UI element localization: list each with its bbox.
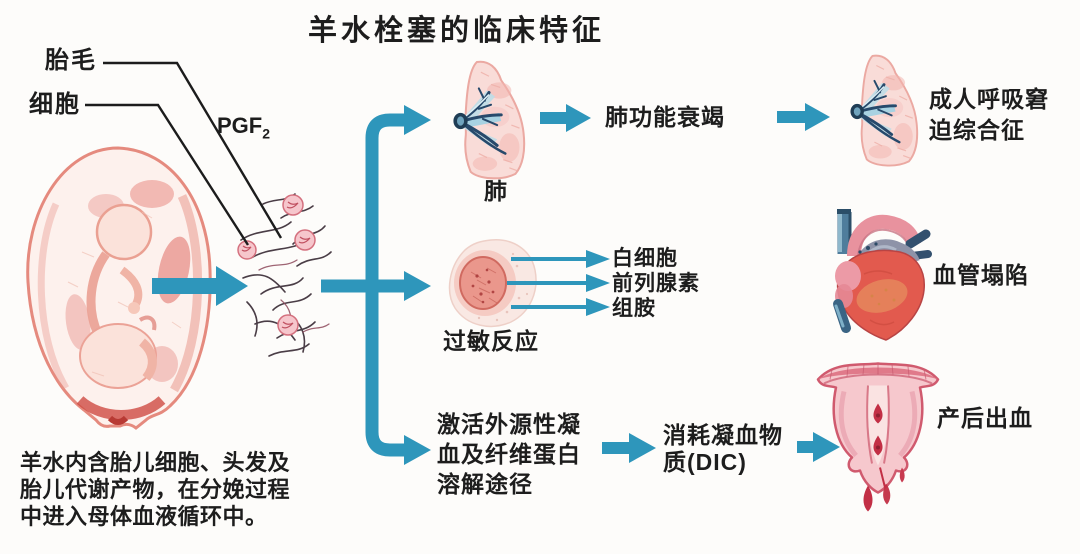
- leader-line-lanugo: [103, 61, 283, 239]
- label-pgf2: PGF2: [217, 113, 271, 142]
- vascular-collapse-label: 血管塌陷: [933, 262, 1029, 288]
- arrow-coagulation-to-dic: [602, 433, 656, 463]
- arrow-to-coagulation: [404, 435, 431, 465]
- caption-line-1: 羊水内含胎儿细胞、头发及: [20, 450, 291, 475]
- arrow-lung-to-failure: [540, 104, 591, 132]
- postpartum-hemorrhage-label: 产后出血: [937, 405, 1033, 431]
- caption-line-3: 中进入母体血液循环中。: [20, 504, 268, 529]
- ards-label: 成人呼吸窘 迫综合征: [929, 86, 1049, 143]
- dic-label: 消耗凝血物 质(DIC): [663, 422, 783, 475]
- diagram-title: 羊水栓塞的临床特征: [308, 15, 606, 47]
- label-lanugo: 胎毛: [45, 47, 97, 74]
- arrow-failure-to-ards: [777, 103, 830, 131]
- coagulation-label: 激活外源性凝 血及纤维蛋白 溶解途径: [437, 411, 581, 497]
- amniotic-debris-illustration: [237, 193, 332, 357]
- branch-trunk: [365, 113, 405, 457]
- mediator-arrow-histamine: [511, 298, 610, 316]
- arrow-debris-to-branches: [321, 271, 431, 301]
- allergy-cell-icon: [448, 239, 537, 328]
- allergy-caption: 过敏反应: [443, 328, 539, 354]
- heart-icon: [833, 209, 932, 341]
- leader-line-cells: [85, 103, 250, 246]
- mediator-arrow-prostaglandin: [507, 274, 610, 292]
- source-caption: 羊水内含胎儿细胞、头发及 胎儿代谢产物，在分娩过程 中进入母体血液循环中。: [20, 449, 290, 530]
- mediator-arrow-leukocyte: [511, 250, 610, 268]
- uterus-icon: [816, 362, 940, 512]
- lung-failure-label: 肺功能衰竭: [605, 104, 725, 130]
- caption-line-2: 胎儿代谢产物，在分娩过程: [20, 477, 291, 502]
- mediator-leukocyte-label: 白细胞: [612, 247, 678, 270]
- mediator-histamine-label: 组胺: [612, 297, 656, 320]
- arrow-fetus-to-debris: [152, 266, 248, 306]
- mediator-prostaglandin-label: 前列腺素: [612, 272, 700, 295]
- arrow-dic-to-uterus: [797, 432, 840, 462]
- label-cells: 细胞: [29, 91, 81, 118]
- arrow-to-lung: [404, 105, 431, 135]
- lung-caption: 肺: [484, 178, 508, 204]
